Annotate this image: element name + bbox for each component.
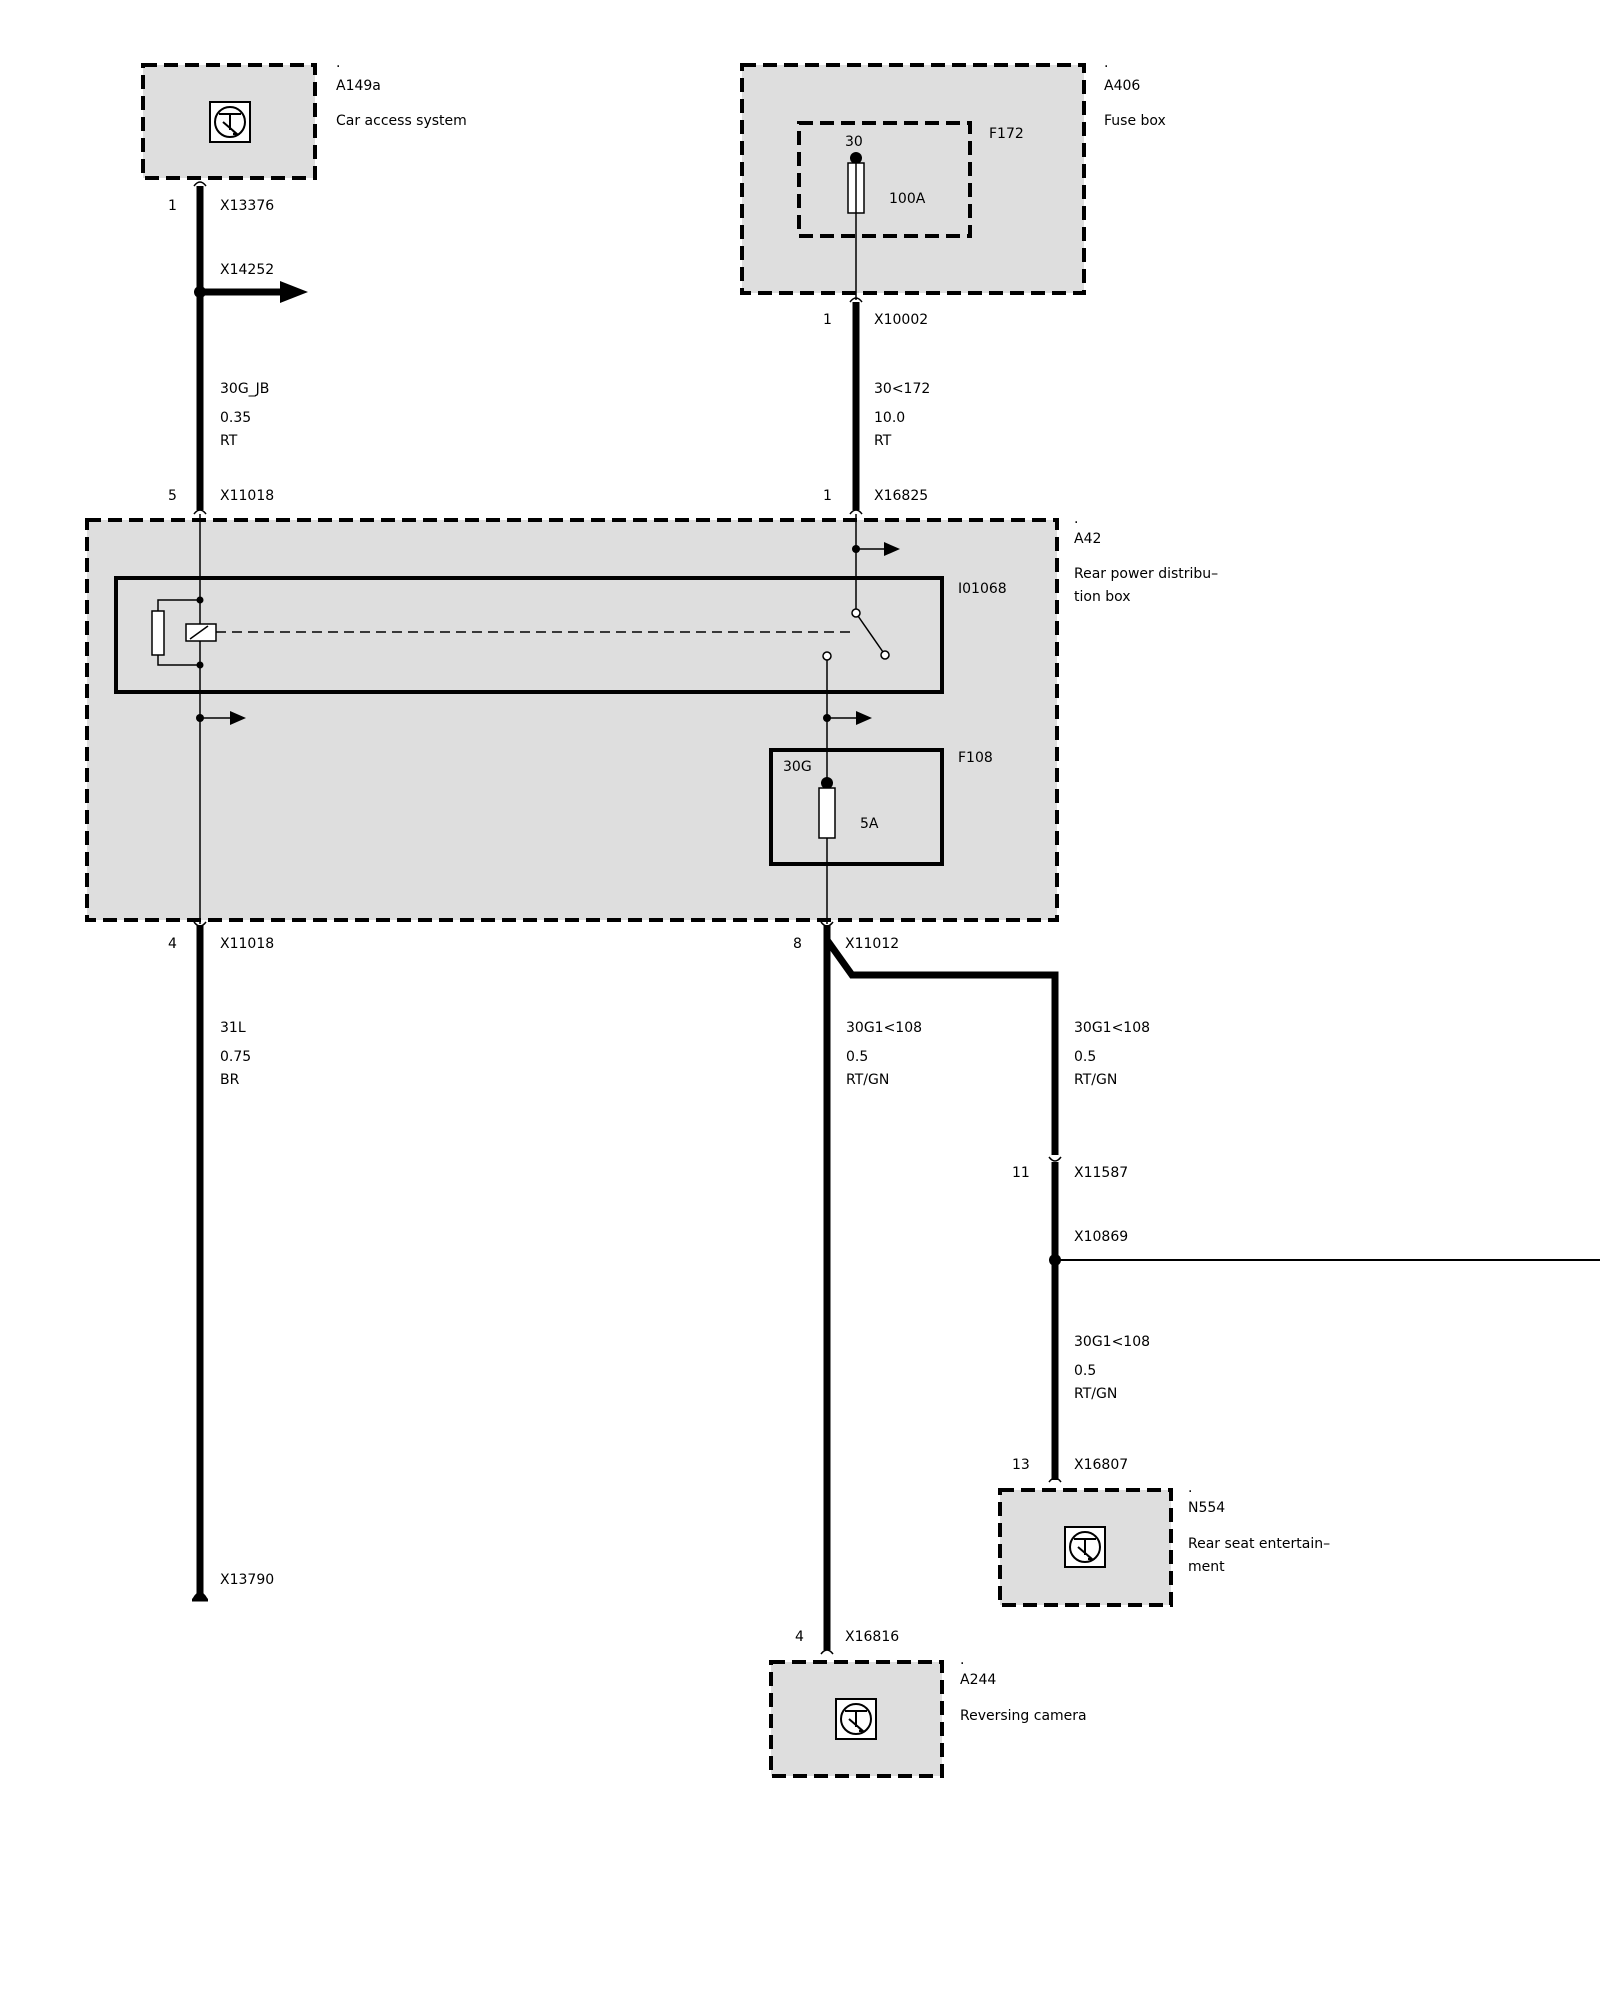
x11012-pin: 8 xyxy=(793,936,802,952)
connector-x11587-icon xyxy=(1048,1156,1062,1162)
a42-name-line1: Rear power distribu– xyxy=(1074,566,1218,582)
x16816-id: X16816 xyxy=(845,1629,899,1645)
x11587-id: X11587 xyxy=(1074,1165,1128,1181)
a244-id: A244 xyxy=(960,1672,996,1688)
fuse-f108-icon xyxy=(818,777,836,839)
a42-box[interactable] xyxy=(85,518,1059,922)
connector-x10002-icon xyxy=(849,297,863,303)
x16807-id: X16807 xyxy=(1074,1457,1128,1473)
a149a-dot: . xyxy=(336,55,340,71)
arrow-right-icon xyxy=(280,281,308,303)
arrow-right-icon xyxy=(230,711,246,725)
a42-name-line2: tion box xyxy=(1074,589,1131,605)
a406-name: Fuse box xyxy=(1104,113,1166,129)
f172-rating: 100A xyxy=(889,191,926,207)
x16825-pin: 1 xyxy=(823,488,832,504)
connector-x16816-icon xyxy=(820,1649,834,1655)
a42-id: A42 xyxy=(1074,531,1101,547)
x13790-id: X13790 xyxy=(220,1572,274,1588)
f108-pin: 30G xyxy=(783,759,812,775)
a149a-name: Car access system xyxy=(336,113,467,129)
i01068-id: I01068 xyxy=(958,581,1007,597)
f108-id: F108 xyxy=(958,750,993,766)
connector-x16807-icon xyxy=(1048,1477,1062,1483)
f108-rating: 5A xyxy=(860,816,879,832)
x16825-id: X16825 xyxy=(874,488,928,504)
w5-name: 30G1<108 xyxy=(1074,1020,1150,1036)
a406-id: A406 xyxy=(1104,78,1140,94)
connector-x13376-icon xyxy=(193,181,207,187)
control-unit-icon xyxy=(209,101,251,143)
w3-color: BR xyxy=(220,1072,240,1088)
w6-color: RT/GN xyxy=(1074,1386,1117,1402)
connector-x16825-icon xyxy=(849,509,863,515)
w3-section: 0.75 xyxy=(220,1049,251,1065)
w1-color: RT xyxy=(220,433,238,449)
w3-name: 31L xyxy=(220,1020,246,1036)
f172-pin: 30 xyxy=(845,134,863,150)
x13376-id: X13376 xyxy=(220,198,274,214)
w1-name: 30G_JB xyxy=(220,381,269,397)
a244-name: Reversing camera xyxy=(960,1708,1087,1724)
w4-section: 0.5 xyxy=(846,1049,868,1065)
w1-section: 0.35 xyxy=(220,410,251,426)
x13376-pin: 1 xyxy=(168,198,177,214)
resistor-icon xyxy=(151,610,165,656)
w6-name: 30G1<108 xyxy=(1074,1334,1150,1350)
a406-dot: . xyxy=(1104,55,1108,71)
a244-dot: . xyxy=(960,1652,964,1668)
n554-dot: . xyxy=(1188,1480,1192,1496)
w4-color: RT/GN xyxy=(846,1072,889,1088)
w5-color: RT/GN xyxy=(1074,1072,1117,1088)
n554-id: N554 xyxy=(1188,1500,1225,1516)
a42-dot: . xyxy=(1074,511,1078,527)
n554-name-line1: Rear seat entertain– xyxy=(1188,1536,1330,1552)
x11012-id: X11012 xyxy=(845,936,899,952)
w6-section: 0.5 xyxy=(1074,1363,1096,1379)
arrow-right-icon xyxy=(884,542,900,556)
x11587-pin: 11 xyxy=(1012,1165,1030,1181)
wire-30g1-108-branch xyxy=(824,937,1059,1155)
w5-section: 0.5 xyxy=(1074,1049,1096,1065)
x11018-top-id: X11018 xyxy=(220,488,274,504)
relay-switch-icon xyxy=(857,615,884,653)
f172-box xyxy=(797,121,972,238)
x11018-top-pin: 5 xyxy=(168,488,177,504)
connector-x13790-icon xyxy=(192,1592,208,1602)
x16807-pin: 13 xyxy=(1012,1457,1030,1473)
relay-contact-icon xyxy=(851,608,861,618)
control-unit-icon xyxy=(835,1698,877,1740)
f108-box xyxy=(769,748,944,866)
x10869-id: X10869 xyxy=(1074,1229,1128,1245)
a406-box[interactable] xyxy=(740,63,1086,295)
x14252-id: X14252 xyxy=(220,262,274,278)
w2-section: 10.0 xyxy=(874,410,905,426)
w2-name: 30<172 xyxy=(874,381,930,397)
n554-name-line2: ment xyxy=(1188,1559,1225,1575)
fuse-f172-icon xyxy=(847,152,865,300)
a149a-id: A149a xyxy=(336,78,381,94)
f172-id: F172 xyxy=(989,126,1024,142)
arrow-right-icon xyxy=(856,711,872,725)
x11018-bottom-pin: 4 xyxy=(168,936,177,952)
connector-x11018-top-icon xyxy=(193,509,207,515)
x10002-pin: 1 xyxy=(823,312,832,328)
x16816-pin: 4 xyxy=(795,1629,804,1645)
w2-color: RT xyxy=(874,433,892,449)
x10002-id: X10002 xyxy=(874,312,928,328)
i01068-relay-box xyxy=(114,576,944,694)
control-unit-icon xyxy=(1064,1526,1106,1568)
w4-name: 30G1<108 xyxy=(846,1020,922,1036)
x11018-bottom-id: X11018 xyxy=(220,936,274,952)
